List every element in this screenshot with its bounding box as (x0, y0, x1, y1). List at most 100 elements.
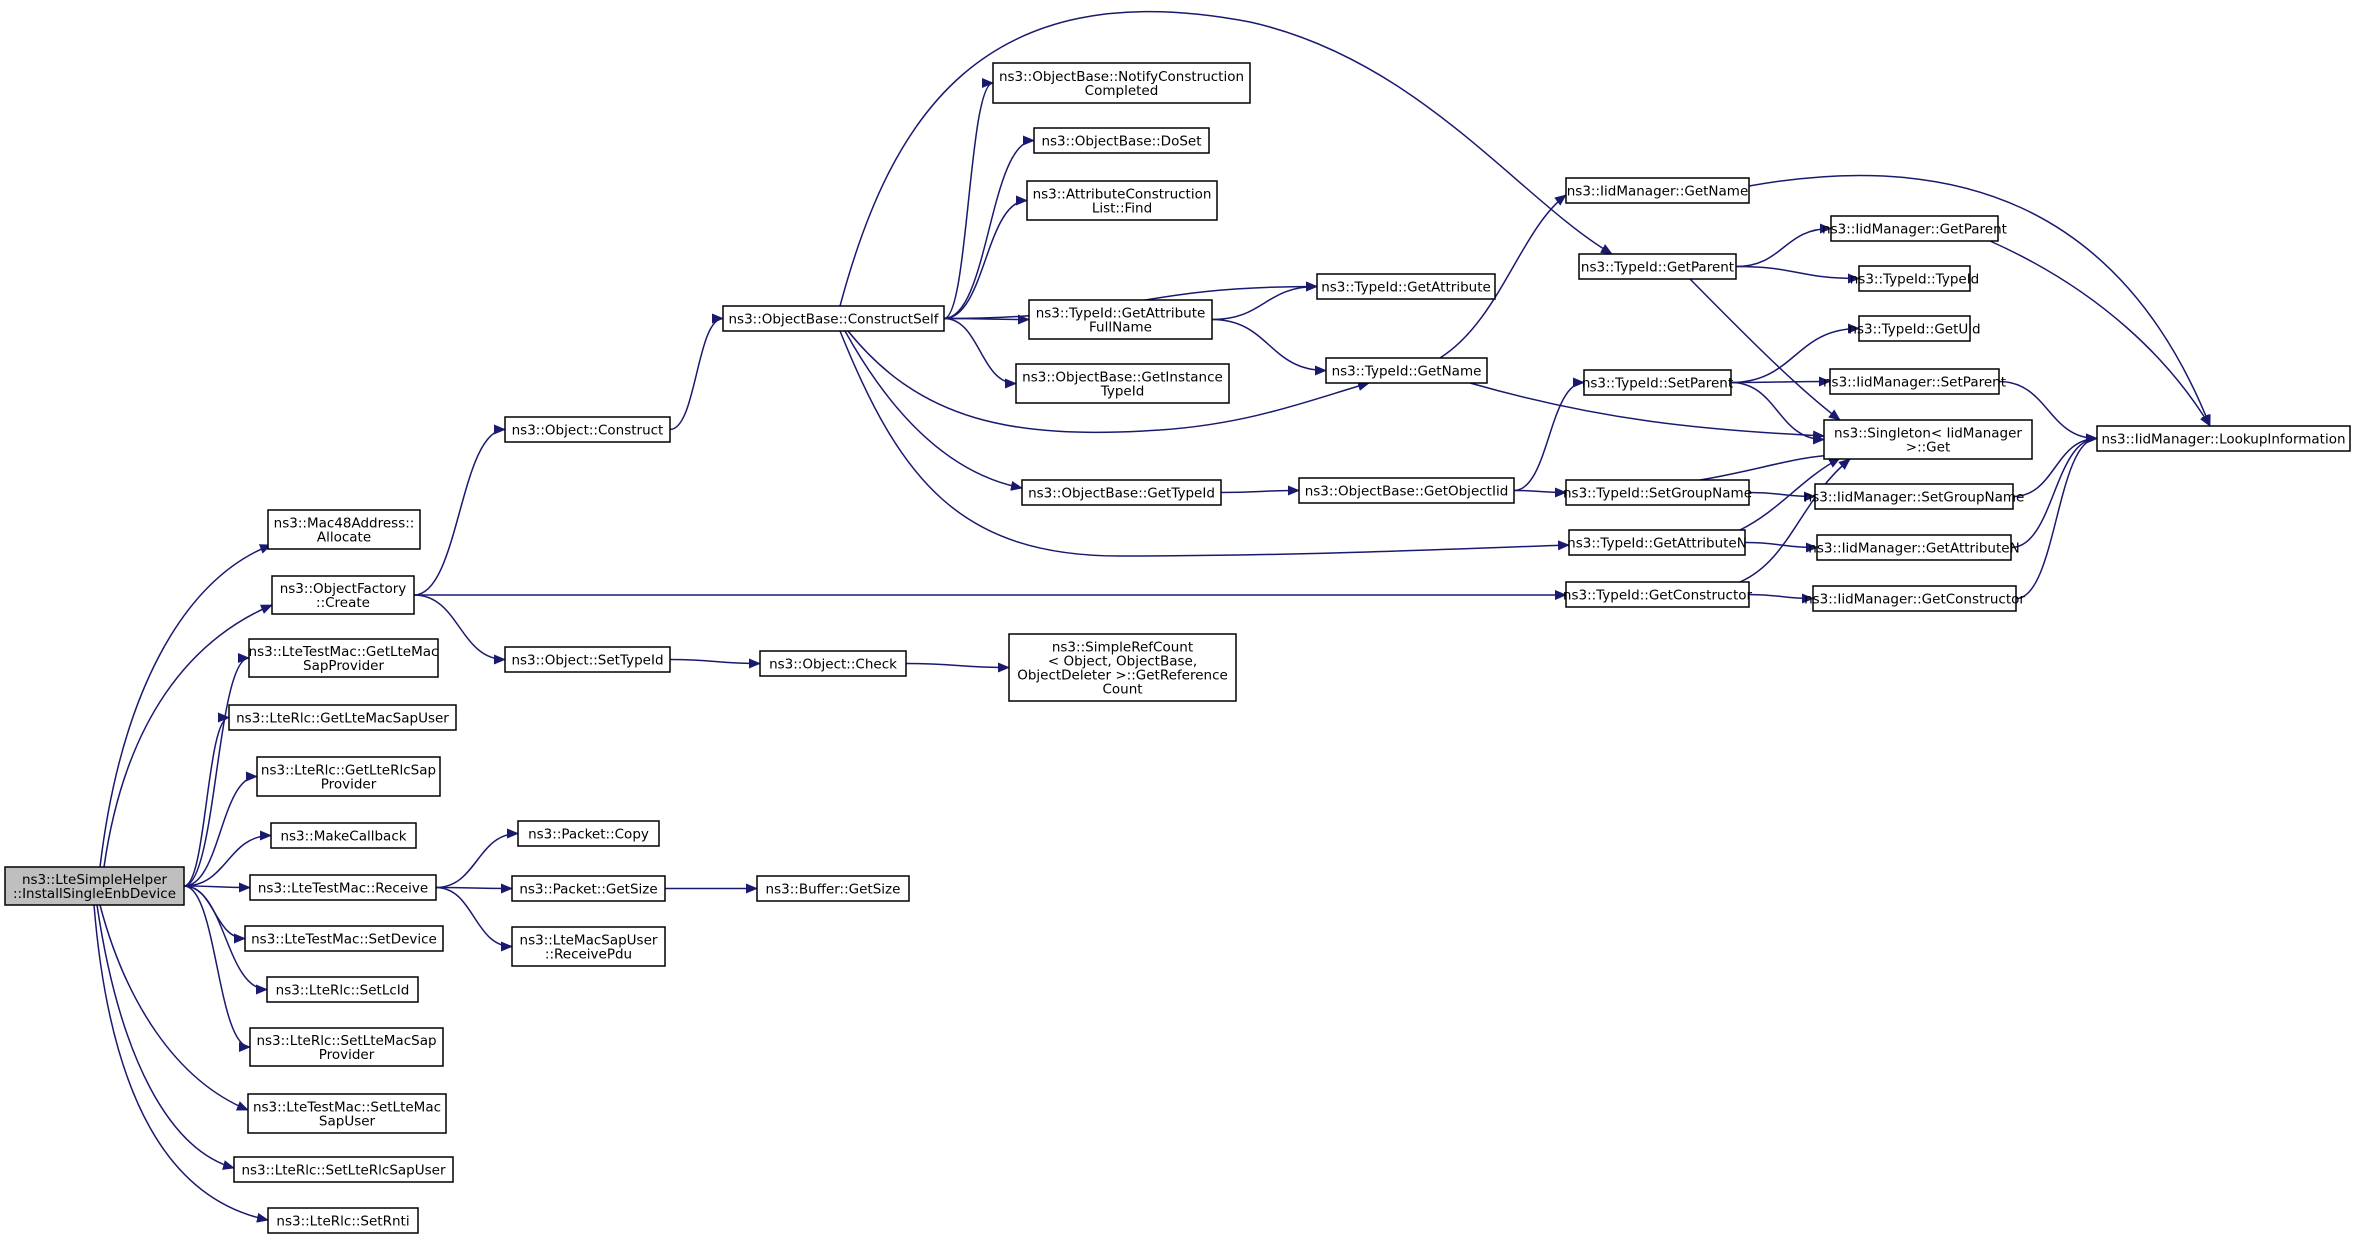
node-box (2096, 425, 2351, 452)
edge-root-to-lterlcgetltemacsapuser (183, 712, 230, 887)
node-iidmanagergetattributen[interactable]: ns3::IidManager::GetAttributeN (1808, 534, 2020, 561)
node-box (249, 1027, 444, 1067)
node-simplerefcountgetreferencecount[interactable]: ns3::SimpleRefCount< Object, ObjectBase,… (1008, 633, 1237, 702)
node-objectbasedoset[interactable]: ns3::ObjectBase::DoSet (1033, 127, 1210, 154)
node-typeidsetgroupname[interactable]: ns3::TypeId::SetGroupName (1563, 479, 1752, 506)
node-ltetestmacreceive[interactable]: ns3::LteTestMac::Receive (249, 874, 437, 901)
edge-typeidgetname-to-singletoniidmanagerget (1469, 382, 1825, 441)
node-label-line: List::Find (1092, 201, 1152, 217)
node-objectsettypeid[interactable]: ns3::Object::SetTypeId (504, 646, 671, 673)
node-objectcheck[interactable]: ns3::Object::Check (759, 650, 907, 677)
node-iidmanagersetgroupname[interactable]: ns3::IidManager::SetGroupName (1804, 483, 2025, 510)
edge-typeidgetparent-to-typeidtypeid (1735, 265, 1860, 284)
node-label-line: Provider (319, 1047, 375, 1063)
node-box (1008, 633, 1237, 702)
node-box (1830, 215, 1999, 242)
node-singletoniidmanagerget[interactable]: ns3::Singleton< IidManager>::Get (1823, 419, 2033, 460)
node-ltemacsapuserreceivepdu[interactable]: ns3::LteMacSapUser::ReceivePdu (511, 926, 666, 967)
node-label-line: ::Create (316, 595, 370, 611)
node-objectbaseconstructself[interactable]: ns3::ObjectBase::ConstructSelf (722, 305, 945, 332)
node-box (1578, 253, 1737, 280)
node-lterlcgetltemacsapuser[interactable]: ns3::LteRlc::GetLteMacSapUser (228, 704, 457, 731)
node-buffergetsize[interactable]: ns3::Buffer::GetSize (756, 875, 910, 902)
edge-objectconstruct-to-objectbaseconstructself (669, 313, 724, 431)
node-label-line: ns3::LteTestMac::SetDevice (251, 932, 437, 948)
edge-objectbaseconstructself-to-attrconstructionlistfind (943, 195, 1028, 320)
node-root[interactable]: ns3::LteSimpleHelper::InstallSingleEnbDe… (4, 866, 185, 906)
node-box (1316, 273, 1496, 300)
node-typeidtypeid[interactable]: ns3::TypeId::TypeId (1850, 265, 1980, 292)
node-mac48alloc[interactable]: ns3::Mac48Address::Allocate (267, 509, 421, 550)
node-notifyconstructioncompleted[interactable]: ns3::ObjectBase::NotifyConstructionCompl… (992, 62, 1251, 104)
node-label-line: ns3::TypeId::TypeId (1850, 272, 1980, 288)
edge-typeidgetattributefullname-to-typeidgetname (1211, 318, 1327, 376)
edge-root-to-ltetestmacreceive (183, 882, 251, 893)
node-packetcopy[interactable]: ns3::Packet::Copy (517, 820, 660, 847)
node-lterlcsetlcid[interactable]: ns3::LteRlc::SetLcId (266, 976, 419, 1003)
nodes-layer: ns3::LteSimpleHelper::InstallSingleEnbDe… (4, 62, 2351, 1234)
node-typeidgetattribute[interactable]: ns3::TypeId::GetAttribute (1316, 273, 1496, 300)
node-label-line: ns3::MakeCallback (280, 829, 406, 845)
node-typeidgetattributen[interactable]: ns3::TypeId::GetAttributeN (1567, 529, 1747, 556)
node-typeidgetuid[interactable]: ns3::TypeId::GetUid (1848, 315, 1981, 342)
node-ltetestmacsetdevice[interactable]: ns3::LteTestMac::SetDevice (244, 925, 444, 952)
node-label-line: >::Get (1906, 440, 1950, 456)
edge-typeidgetname-to-iidmanagergetname (1439, 194, 1567, 359)
node-label-line: ns3::Packet::GetSize (519, 882, 657, 898)
node-iidmanagergetparent[interactable]: ns3::IidManager::GetParent (1822, 215, 2007, 242)
edge-root-to-lterlcsetrnti (93, 904, 269, 1223)
edge-objectbaseconstructself-to-typeidgetattributen (839, 330, 1570, 557)
node-box (1568, 529, 1746, 556)
node-label-line: ns3::TypeId::GetName (1332, 364, 1482, 380)
node-objectconstruct[interactable]: ns3::Object::Construct (504, 416, 671, 443)
edge-objectcheck-to-simplerefcountgetreferencecount (905, 662, 1010, 673)
edge-objectbaseconstructself-to-typeidgetparent (839, 10, 1613, 307)
edge-root-to-makecallback (183, 830, 272, 887)
node-makecallback[interactable]: ns3::MakeCallback (270, 822, 417, 849)
node-typeidsetparent[interactable]: ns3::TypeId::SetParent (1582, 369, 1733, 396)
node-iidmanagerlookupinformation[interactable]: ns3::IidManager::LookupInformation (2096, 425, 2351, 452)
node-box (992, 62, 1251, 104)
node-label-line: ns3::LteRlc::SetLteRlcSapUser (241, 1163, 446, 1179)
edge-objectbasegetobjectiid-to-typeidsetgroupname (1513, 487, 1567, 498)
node-iidmanagergetconstructor[interactable]: ns3::IidManager::GetConstructor (1804, 585, 2025, 612)
edge-root-to-lterlcsetlterlcsapuser (96, 904, 235, 1170)
node-lterlcsetrnti[interactable]: ns3::LteRlc::SetRnti (267, 1207, 419, 1234)
node-typeidgetname[interactable]: ns3::TypeId::GetName (1325, 357, 1488, 384)
edge-objectbasegettypeid-to-objectbasegetobjectiid (1220, 485, 1300, 496)
node-typeidgetparent[interactable]: ns3::TypeId::GetParent (1578, 253, 1737, 280)
edge-objectbaseconstructself-to-objectbasegettypeid (844, 330, 1023, 491)
node-objectbasegetobjectiid[interactable]: ns3::ObjectBase::GetObjectIid (1298, 477, 1515, 504)
node-objfactorycreate[interactable]: ns3::ObjectFactory::Create (271, 575, 415, 615)
edge-root-to-objfactorycreate (103, 604, 273, 868)
node-label-line: ns3::Buffer::GetSize (766, 882, 901, 898)
node-box (759, 650, 907, 677)
node-label-line: ns3::TypeId::GetAttribute (1036, 306, 1206, 322)
node-lterlcsetlterlcsapuser[interactable]: ns3::LteRlc::SetLteRlcSapUser (233, 1156, 454, 1183)
node-label-line: ns3::LteRlc::GetLteRlcSap (261, 763, 436, 779)
node-objectbasegettypeid[interactable]: ns3::ObjectBase::GetTypeId (1021, 479, 1222, 506)
node-iidmanagersetparent[interactable]: ns3::IidManager::SetParent (1823, 368, 2006, 395)
node-box (256, 756, 441, 797)
node-label-line: ns3::Object::Check (769, 657, 897, 673)
node-packetgetsize[interactable]: ns3::Packet::GetSize (511, 875, 666, 902)
node-label-line: ns3::IidManager::GetConstructor (1804, 592, 2025, 608)
node-label-line: ns3::LteTestMac::GetLteMac (249, 644, 439, 660)
node-box (270, 822, 417, 849)
node-box (267, 1207, 419, 1234)
node-box (1565, 177, 1750, 204)
node-label-line: SapProvider (303, 658, 384, 674)
node-label-line: ns3::LteMacSapUser (520, 933, 658, 949)
edge-iidmanagergetname-to-iidmanagerlookupinformation (1748, 174, 2211, 427)
node-label-line: Allocate (317, 530, 371, 546)
node-iidmanagergetname[interactable]: ns3::IidManager::GetName (1565, 177, 1750, 204)
node-label-line: ns3::AttributeConstruction (1033, 187, 1212, 203)
node-typeidgetconstructor[interactable]: ns3::TypeId::GetConstructor (1563, 581, 1753, 608)
